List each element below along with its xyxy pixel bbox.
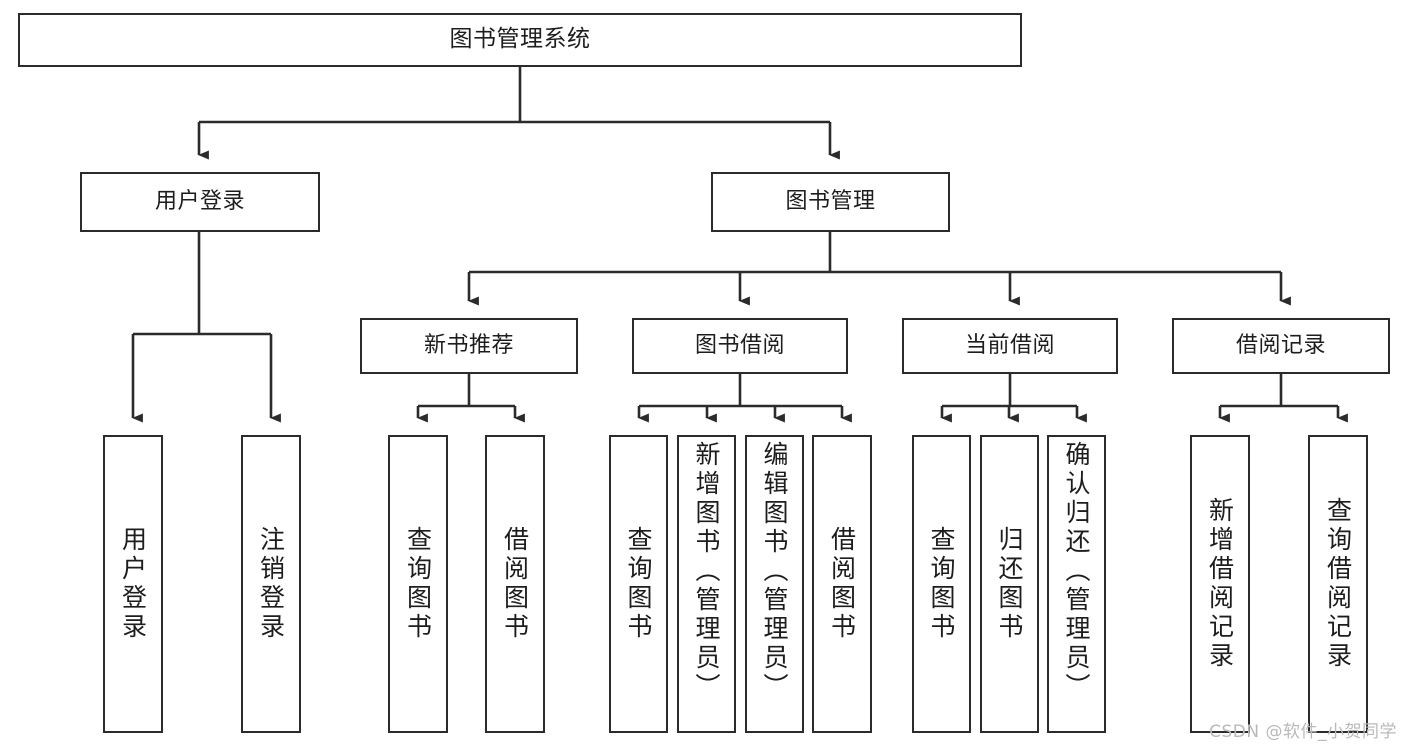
node-label: 借阅记录 xyxy=(1235,333,1326,359)
node-label: 查询借阅记录 xyxy=(1323,497,1353,671)
node-label: 当前借阅 xyxy=(964,333,1055,359)
node-leaf-query-book-2[interactable]: 查询图书 xyxy=(609,435,668,733)
node-leaf-borrow-book-2[interactable]: 借阅图书 xyxy=(812,435,872,733)
node-root-system[interactable]: 图书管理系统 xyxy=(18,13,1022,67)
node-label: 新增借阅记录 xyxy=(1205,497,1235,671)
node-label: 新书推荐 xyxy=(423,333,514,359)
node-leaf-add-record[interactable]: 新增借阅记录 xyxy=(1190,435,1250,733)
node-leaf-query-book-3[interactable]: 查询图书 xyxy=(912,435,971,733)
node-borrow-record[interactable]: 借阅记录 xyxy=(1172,318,1390,374)
node-label: 查询图书 xyxy=(624,526,653,642)
node-leaf-confirm-return[interactable]: 确认归还（管理员） xyxy=(1047,435,1106,733)
node-new-book-recommend[interactable]: 新书推荐 xyxy=(360,318,578,374)
node-label: 编辑图书（管理员） xyxy=(760,441,789,702)
node-label: 图书管理 xyxy=(785,189,876,215)
node-leaf-user-login[interactable]: 用户登录 xyxy=(103,435,163,733)
node-current-borrow[interactable]: 当前借阅 xyxy=(902,318,1118,374)
node-leaf-add-book[interactable]: 新增图书（管理员） xyxy=(677,435,736,733)
node-label: 归还图书 xyxy=(995,526,1024,642)
node-label: 查询图书 xyxy=(927,526,956,642)
node-label: 用户登录 xyxy=(154,189,245,215)
node-book-borrow[interactable]: 图书借阅 xyxy=(632,318,848,374)
watermark: CSDN @软件_小贺同学 xyxy=(1209,722,1397,742)
node-label: 图书管理系统 xyxy=(449,26,591,53)
node-label: 图书借阅 xyxy=(694,333,785,359)
node-label: 注销登录 xyxy=(256,526,286,642)
node-label: 用户登录 xyxy=(118,526,148,642)
node-leaf-query-record[interactable]: 查询借阅记录 xyxy=(1308,435,1368,733)
node-user-login[interactable]: 用户登录 xyxy=(80,172,320,232)
node-leaf-borrow-book-1[interactable]: 借阅图书 xyxy=(485,435,545,733)
node-leaf-return-book[interactable]: 归还图书 xyxy=(980,435,1039,733)
node-book-manage[interactable]: 图书管理 xyxy=(711,172,950,232)
node-leaf-query-book-1[interactable]: 查询图书 xyxy=(388,435,448,733)
node-label: 查询图书 xyxy=(403,526,433,642)
node-leaf-logout-login[interactable]: 注销登录 xyxy=(241,435,301,733)
node-leaf-edit-book[interactable]: 编辑图书（管理员） xyxy=(745,435,804,733)
node-label: 确认归还（管理员） xyxy=(1062,441,1091,702)
node-label: 借阅图书 xyxy=(827,526,857,642)
node-label: 新增图书（管理员） xyxy=(692,441,721,702)
node-label: 借阅图书 xyxy=(500,526,530,642)
